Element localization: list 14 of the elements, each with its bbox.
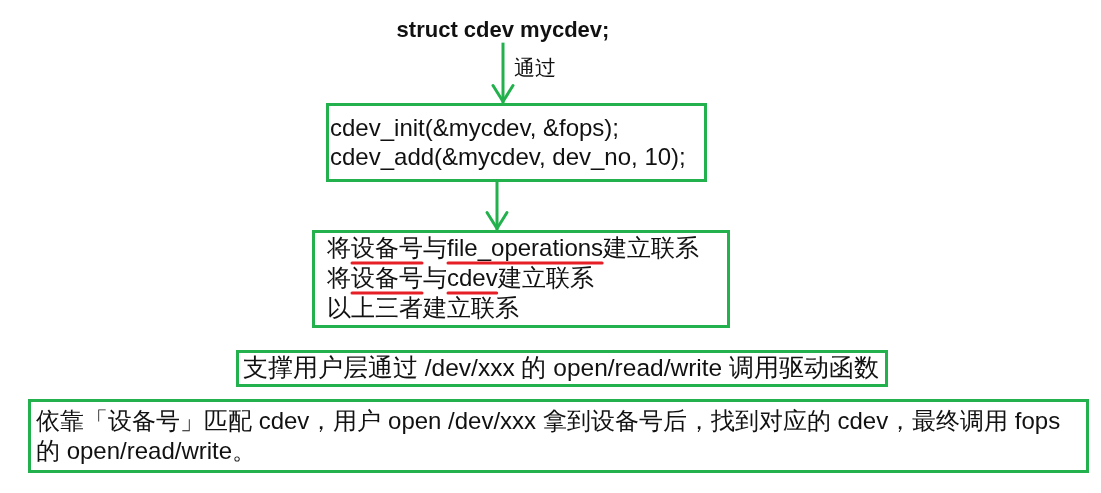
arrow	[485, 182, 509, 230]
code-line: cdev_add(&mycdev, dev_no, 10);	[330, 142, 686, 171]
arrow	[491, 42, 515, 103]
code-line: cdev_init(&mycdev, &fops);	[330, 113, 619, 142]
process-box	[326, 103, 707, 182]
text-line: 将设备号与cdev建立联系	[327, 265, 594, 291]
text: 支撑用户层通过 /dev/xxx 的 open/read/write 调用驱动函数	[243, 353, 879, 383]
code-text: struct cdev mycdev;	[396, 17, 610, 43]
text: 依靠「设备号」匹配 cdev，用户 open /dev/xxx 拿到设备号后，找到对应的 cdev，最终调用 fops 的 open/read/write。	[36, 406, 1062, 466]
process-box	[28, 399, 1089, 473]
text-line: 以上三者建立联系	[327, 295, 519, 321]
process-box	[236, 350, 888, 387]
text-line: 将设备号与file_operations建立联系	[327, 235, 700, 261]
process-box	[312, 230, 730, 328]
